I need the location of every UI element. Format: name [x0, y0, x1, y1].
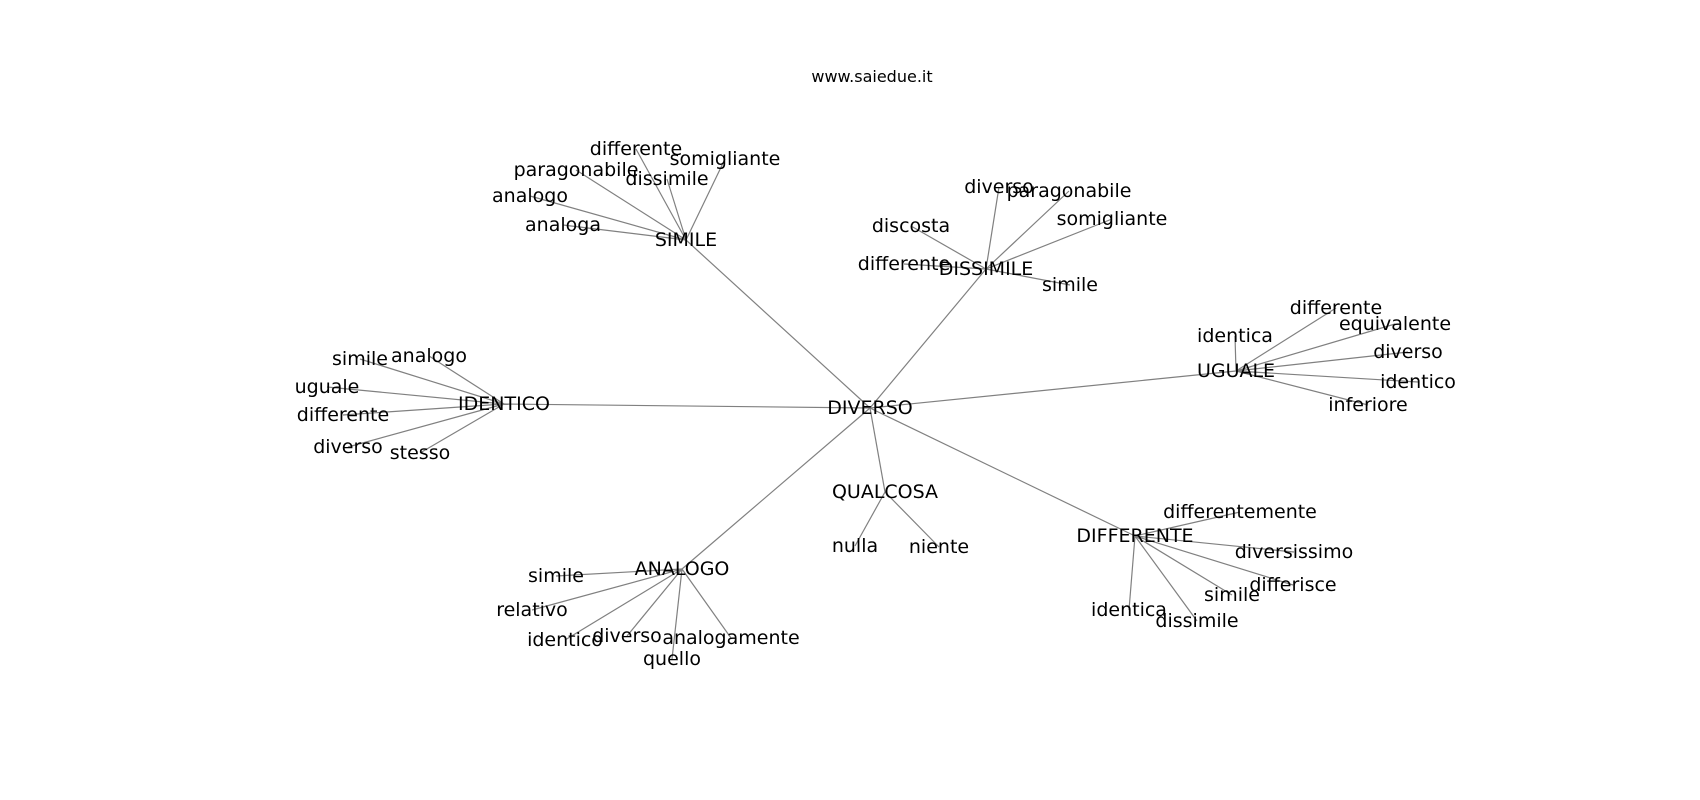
node-analogo-analogamente: analogamente	[662, 627, 799, 649]
edge-diverso-differente	[869, 407, 1136, 537]
node-dissimile-diverso: diverso	[964, 176, 1034, 198]
node-uguale-equivalente: equivalente	[1339, 313, 1451, 335]
edge-differente-differente_differentemente	[1134, 511, 1241, 537]
node-dissimile-somigliante: somigliante	[1057, 208, 1168, 230]
node-differente-simile: simile	[1204, 584, 1260, 606]
node-analogo-quello: quello	[643, 648, 701, 670]
node-identico-differente: differente	[297, 404, 389, 426]
edge-diverso-identico	[503, 403, 871, 409]
edge-differente-differente_identica	[1128, 535, 1136, 611]
edge-dissimile-dissimile_differente	[903, 263, 987, 270]
edge-diverso-analogo	[681, 407, 871, 570]
node-differente-identica: identica	[1091, 599, 1167, 621]
edge-simile-simile_analogo	[529, 195, 687, 241]
edge-uguale-uguale_inferiore	[1235, 370, 1369, 406]
node-differente-diversissimo: diversissimo	[1235, 541, 1353, 563]
edge-differente-differente_differisce	[1134, 535, 1294, 586]
edge-uguale-uguale_identica	[1234, 335, 1237, 372]
node-diverso: DIVERSO	[827, 397, 912, 419]
node-differente: DIFFERENTE	[1076, 525, 1193, 547]
node-simile-differente: differente	[590, 138, 682, 160]
edge-diverso-simile	[685, 239, 871, 409]
node-dissimile-simile: simile	[1042, 274, 1098, 296]
node-analogo-diverso: diverso	[592, 625, 662, 647]
edge-differente-differente_simile	[1134, 535, 1233, 596]
edge-dissimile-dissimile_discosta	[910, 225, 987, 270]
node-identico-uguale: uguale	[295, 376, 360, 398]
node-identico-stesso: stesso	[390, 442, 450, 464]
node-identico-analogo: analogo	[391, 345, 467, 367]
node-uguale-inferiore: inferiore	[1328, 394, 1408, 416]
node-analogo-simile: simile	[528, 565, 584, 587]
edge-identico-identico_uguale	[326, 386, 505, 405]
node-analogo-identico: identico	[527, 629, 603, 651]
edge-analogo-analogo_analogamente	[681, 568, 732, 639]
edge-simile-simile_dissimile	[666, 178, 687, 241]
edge-uguale-uguale_diverso	[1235, 351, 1409, 372]
edge-dissimile-dissimile_somigliante	[985, 218, 1113, 270]
site-url-label: www.saiedue.it	[811, 67, 932, 86]
node-dissimile: DISSIMILE	[939, 258, 1034, 280]
node-dissimile-paragonabile: paragonabile	[1007, 180, 1132, 202]
node-uguale-diverso: diverso	[1373, 341, 1443, 363]
edge-uguale-uguale_equivalente	[1235, 323, 1396, 372]
edge-analogo-analogo_diverso	[626, 568, 683, 637]
edge-simile-simile_differente	[635, 148, 687, 241]
edge-differente-differente_diversissimo	[1134, 535, 1295, 553]
edge-dissimile-dissimile_simile	[985, 268, 1071, 286]
node-identico-simile: simile	[332, 348, 388, 370]
edge-diverso-dissimile	[869, 268, 987, 409]
node-simile-paragonabile: paragonabile	[514, 159, 639, 181]
node-uguale-differente: differente	[1290, 297, 1382, 319]
edge-analogo-analogo_relativo	[531, 568, 683, 611]
node-uguale-identica: identica	[1197, 325, 1273, 347]
node-differente-differentemente: differentemente	[1163, 501, 1317, 523]
node-identico-diverso: diverso	[313, 436, 383, 458]
edge-qualcosa-qualcosa_niente	[884, 491, 940, 548]
edge-identico-identico_differente	[342, 403, 505, 416]
node-identico: IDENTICO	[458, 393, 550, 415]
edge-identico-identico_simile	[359, 358, 505, 405]
node-uguale-identico: identico	[1380, 371, 1456, 393]
node-differente-dissimile: dissimile	[1155, 610, 1238, 632]
edge-identico-identico_stesso	[419, 403, 505, 454]
graph-edges	[326, 148, 1419, 660]
graph-nodes: DIVERSO SIMILE DISSIMILE IDENTICO UGUALE QUAL…	[295, 138, 1456, 670]
edge-uguale-uguale_identico	[1235, 370, 1419, 383]
node-qualcosa-niente: niente	[909, 536, 969, 558]
node-simile-dissimile: dissimile	[625, 168, 708, 190]
edge-uguale-uguale_differente	[1235, 307, 1337, 372]
node-simile-analogo: analogo	[492, 185, 568, 207]
node-dissimile-discosta: discosta	[872, 215, 950, 237]
edge-diverso-qualcosa	[869, 407, 886, 493]
node-dissimile-differente: differente	[858, 253, 950, 275]
edge-dissimile-dissimile_diverso	[985, 186, 1000, 270]
edge-simile-simile_paragonabile	[575, 169, 687, 241]
node-simile: SIMILE	[655, 229, 717, 251]
node-uguale: UGUALE	[1197, 360, 1275, 382]
node-qualcosa-nulla: nulla	[832, 535, 878, 557]
node-simile-somigliante: somigliante	[670, 148, 781, 170]
edge-analogo-analogo_identico	[564, 568, 683, 641]
edge-diverso-uguale	[869, 370, 1237, 409]
edge-differente-differente_dissimile	[1134, 535, 1198, 622]
edge-analogo-analogo_quello	[671, 568, 683, 660]
edge-identico-identico_analogo	[428, 355, 505, 405]
node-analogo: ANALOGO	[635, 558, 730, 580]
edge-identico-identico_diverso	[347, 403, 505, 448]
node-differente-differisce: differisce	[1249, 574, 1336, 596]
edge-analogo-analogo_simile	[555, 568, 683, 577]
edge-simile-simile_somigliante	[685, 158, 726, 241]
node-qualcosa: QUALCOSA	[832, 481, 938, 503]
edge-simile-simile_analoga	[562, 224, 687, 241]
edge-qualcosa-qualcosa_nulla	[854, 491, 886, 547]
node-simile-analoga: analoga	[525, 214, 601, 236]
edge-dissimile-dissimile_paragonabile	[985, 190, 1070, 270]
node-analogo-relativo: relativo	[496, 599, 568, 621]
